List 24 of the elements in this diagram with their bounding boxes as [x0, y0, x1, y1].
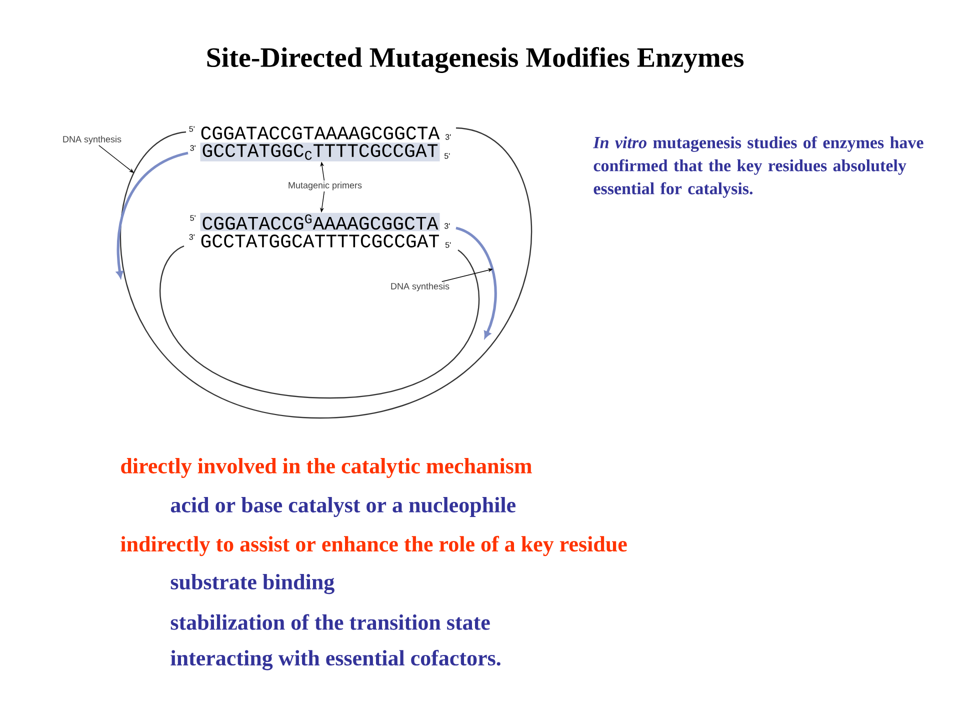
strand-end-label: 3' — [189, 234, 194, 240]
dna-strand: CGGATACCGTAAAAGCGGCTA — [201, 126, 440, 140]
primer-strand: GCCTATGGC$_{C}$TTTTCGCCGAT — [200, 142, 440, 162]
strand-end-label: 5' — [445, 242, 451, 248]
strand-end-label: 5' — [444, 153, 450, 159]
leader-line — [98, 145, 134, 173]
annotation-text: Mutagenic primers — [288, 182, 362, 190]
annotation-text: DNA synthesis — [391, 282, 450, 292]
annotation-text: DNA synthesis — [63, 136, 122, 144]
description-text: In vitro mutagenesis studies of enzymes have confirmed that the key residues absolutely essential for catalysis. — [593, 136, 924, 198]
strand-end-label: 5' — [189, 126, 194, 132]
title: Site-Directed Mutagenesis Modifies Enzymes — [207, 47, 744, 73]
primer-strand: CGGATACCG$^{G}$AAAAGCGGCTA — [200, 212, 440, 232]
strand-end-label: 3' — [444, 223, 450, 229]
strand-end-label: 3' — [190, 145, 196, 151]
detail-line: substrate binding — [170, 574, 334, 594]
detail-line: stabilization of the transition state — [170, 614, 490, 630]
detail-line: interacting with essential cofactors. — [170, 650, 500, 670]
heading-line: directly involved in the catalytic mechanism — [121, 458, 532, 478]
heading-line: indirectly to assist or enhance the role of a key residue — [120, 536, 627, 556]
strand-end-label: 5' — [190, 215, 196, 221]
detail-line: acid or base catalyst or a nucleophile — [170, 497, 516, 518]
dna-strand: GCCTATGGCATTTTCGCCGAT — [201, 234, 439, 248]
strand-end-label: 3' — [445, 134, 451, 140]
